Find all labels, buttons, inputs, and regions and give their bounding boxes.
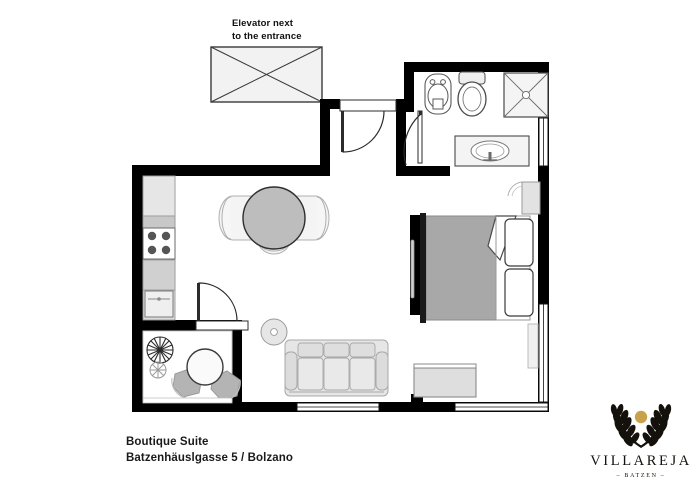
plan-title: Boutique Suite <box>126 436 209 448</box>
vanity-sink <box>454 135 530 167</box>
laurel-wreath-icon <box>610 404 672 448</box>
side-table <box>260 318 288 346</box>
plan-caption: Boutique Suite Batzenhäuslgasse 5 / Bolz… <box>126 434 426 466</box>
brand-sub: – BATZEN – <box>616 473 666 479</box>
balcony-plant <box>146 336 174 379</box>
windows <box>296 117 549 412</box>
cooktop <box>142 227 176 260</box>
window-right-upper <box>538 117 549 167</box>
sofa <box>284 339 389 397</box>
balcony-table <box>186 348 224 386</box>
elevator-note-line2: to the entrance <box>232 30 302 42</box>
dining-table <box>242 186 306 250</box>
gold-dot-icon <box>634 410 648 424</box>
window-bottom-left <box>296 402 380 412</box>
elevator-cabin <box>210 46 323 103</box>
bidet <box>424 73 452 115</box>
elevator-note-line1: Elevator next <box>232 18 293 29</box>
kitchen-door <box>195 282 249 331</box>
bedroom-radiator <box>527 323 539 369</box>
pillow-lower <box>504 268 534 317</box>
toilet <box>457 71 487 117</box>
window-bottom-right <box>454 402 549 412</box>
window-right-lower <box>538 303 549 403</box>
bed-side-rail <box>410 239 415 299</box>
shower <box>503 72 549 118</box>
bathroom-door <box>403 110 423 166</box>
elevator-note: Elevator next to the entrance <box>232 18 352 43</box>
sideboard <box>413 363 477 398</box>
pillow-upper <box>504 218 534 267</box>
entrance-door <box>339 99 397 153</box>
kitchen-sink <box>144 290 174 318</box>
wardrobe <box>507 181 541 215</box>
brand-name: VILLAREJA <box>590 453 692 469</box>
balcony-sill <box>142 397 233 404</box>
brand-logo: VILLAREJA – BATZEN – <box>588 404 694 490</box>
plan-address: Batzenhäuslgasse 5 / Bolzano <box>126 452 294 464</box>
